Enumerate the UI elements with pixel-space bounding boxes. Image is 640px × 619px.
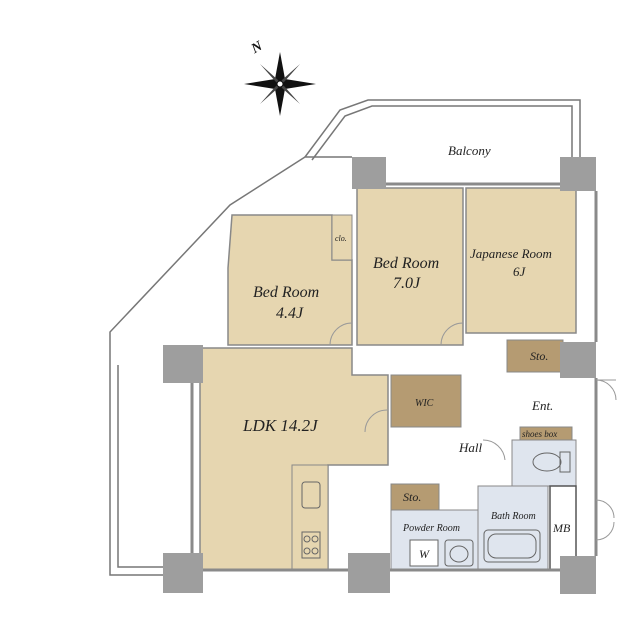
walls <box>190 182 598 572</box>
washbasin-icon <box>444 539 474 567</box>
balcony-outline <box>109 99 581 576</box>
toilet-icon <box>559 451 571 473</box>
sink-icon <box>301 481 321 509</box>
storage-a-label: Sto. <box>530 349 548 363</box>
shoes-box-label: shoes box <box>522 429 557 439</box>
hall-label: Hall <box>458 440 483 455</box>
stove-icon <box>301 531 321 559</box>
door-swings <box>329 322 617 541</box>
bed-room-small-label: Bed Room <box>253 284 319 301</box>
ldk-label: LDK 14.2J <box>242 416 319 435</box>
bathtub-icon <box>483 529 541 563</box>
pillar-left-mid <box>163 345 203 383</box>
japanese-room-area <box>465 187 577 334</box>
compass-rose-icon <box>244 52 316 116</box>
bed-room-large-area <box>356 187 464 346</box>
washer-label: W <box>419 547 430 561</box>
closet-label: clo. <box>335 234 347 243</box>
bath-room-area <box>477 485 549 571</box>
entrance-label: Ent. <box>531 398 553 413</box>
wic-label: WIC <box>415 398 434 409</box>
balcony-label: Balcony <box>448 143 491 158</box>
bath-fixtures <box>409 451 571 567</box>
pillar-bottom-right <box>560 556 596 594</box>
kitchen-fixtures <box>301 481 321 559</box>
meter-box-label: MB <box>552 521 571 535</box>
storage-b-label: Sto. <box>403 490 421 504</box>
shoes-box-area <box>519 426 573 441</box>
kitchen-counter <box>291 464 329 571</box>
japanese-room-size: 6J <box>513 264 527 279</box>
pillars <box>163 157 596 594</box>
pillar-bottom-center <box>348 553 390 593</box>
pillar-right-mid <box>560 342 596 378</box>
washer-box <box>409 539 439 567</box>
bed-room-large-label: Bed Room <box>373 255 439 272</box>
pillar-top-center <box>352 157 386 189</box>
rooms <box>199 187 577 571</box>
toilet-area <box>511 439 577 487</box>
bath-room-label: Bath Room <box>491 511 536 522</box>
powder-room-label: Powder Room <box>402 523 460 534</box>
pillar-bottom-left <box>163 553 203 593</box>
bed-room-large-size: 7.0J <box>393 275 421 292</box>
wic-area <box>390 374 462 428</box>
bed-room-small-size: 4.4J <box>276 305 304 322</box>
japanese-room-label: Japanese Room <box>470 246 552 261</box>
compass-north-label: N <box>248 38 266 57</box>
pillar-top-right <box>560 157 596 191</box>
closet-area <box>331 214 353 261</box>
